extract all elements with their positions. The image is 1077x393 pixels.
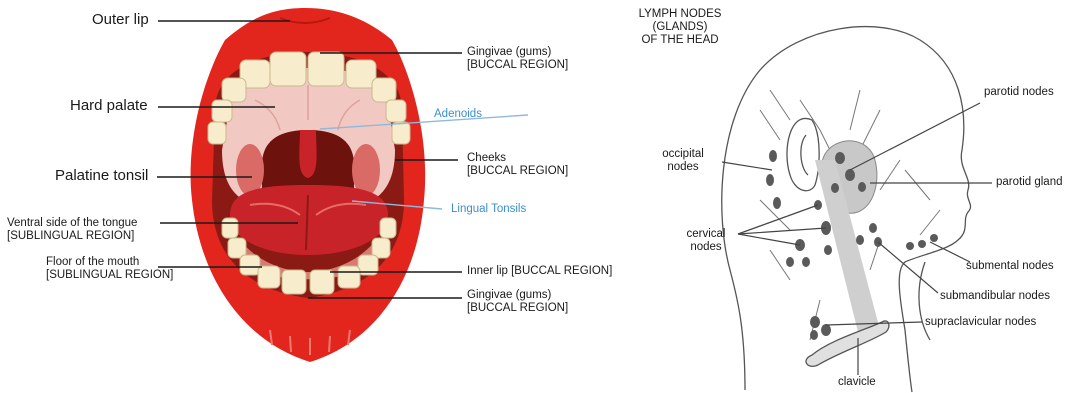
label-gingivae-top-line2: [BUCCAL REGION] bbox=[467, 59, 568, 72]
label-submental-nodes: submental nodes bbox=[966, 260, 1054, 273]
label-cheeks-line2: [BUCCAL REGION] bbox=[467, 165, 568, 178]
label-parotid-nodes: parotid nodes bbox=[984, 86, 1054, 99]
label-parotid-gland: parotid gland bbox=[996, 176, 1063, 189]
label-gingivae-bottom: Gingivae (gums) [BUCCAL REGION] bbox=[467, 289, 568, 315]
label-floor-mouth-line2: [SUBLINGUAL REGION] bbox=[46, 269, 173, 282]
label-ventral-tongue-line1: Ventral side of the tongue bbox=[7, 217, 137, 230]
label-gingivae-top: Gingivae (gums) [BUCCAL REGION] bbox=[467, 46, 568, 72]
head-title-line1: LYMPH NODES bbox=[620, 8, 740, 21]
label-floor-mouth-line1: Floor of the mouth bbox=[46, 256, 173, 269]
label-outer-lip: Outer lip bbox=[92, 11, 149, 28]
label-palatine-tonsil: Palatine tonsil bbox=[55, 167, 148, 184]
label-lingual-tonsils: Lingual Tonsils bbox=[451, 203, 526, 216]
label-adenoids: Adenoids bbox=[434, 108, 482, 121]
label-hard-palate: Hard palate bbox=[70, 97, 148, 114]
head-title: LYMPH NODES (GLANDS) OF THE HEAD bbox=[620, 8, 740, 48]
label-supraclavicular-nodes: supraclavicular nodes bbox=[925, 316, 1036, 329]
label-inner-lip: Inner lip [BUCCAL REGION] bbox=[467, 265, 612, 278]
uvula bbox=[299, 130, 316, 178]
label-cheeks: Cheeks [BUCCAL REGION] bbox=[467, 152, 568, 178]
label-cervical-line1: cervical bbox=[676, 228, 736, 241]
label-ventral-tongue-line2: [SUBLINGUAL REGION] bbox=[7, 230, 137, 243]
label-cheeks-line1: Cheeks bbox=[467, 152, 568, 165]
label-clavicle: clavicle bbox=[838, 376, 876, 389]
ear bbox=[787, 118, 819, 190]
label-occipital-line1: occipital bbox=[648, 148, 718, 161]
clavicle-bone bbox=[806, 321, 889, 366]
head-title-line2: (GLANDS) bbox=[620, 21, 740, 34]
mouth-illustration bbox=[191, 8, 426, 362]
label-submandibular-nodes: submandibular nodes bbox=[940, 290, 1050, 303]
label-gingivae-bottom-line1: Gingivae (gums) bbox=[467, 289, 568, 302]
label-floor-mouth: Floor of the mouth [SUBLINGUAL REGION] bbox=[46, 256, 173, 282]
label-occipital-line2: nodes bbox=[648, 161, 718, 174]
label-ventral-tongue: Ventral side of the tongue [SUBLINGUAL R… bbox=[7, 217, 137, 243]
head-title-line3: OF THE HEAD bbox=[620, 34, 740, 47]
label-occipital-nodes: occipital nodes bbox=[648, 148, 718, 174]
label-cervical-line2: nodes bbox=[676, 241, 736, 254]
label-gingivae-top-line1: Gingivae (gums) bbox=[467, 46, 568, 59]
label-gingivae-bottom-line2: [BUCCAL REGION] bbox=[467, 302, 568, 315]
label-cervical-nodes: cervical nodes bbox=[676, 228, 736, 254]
